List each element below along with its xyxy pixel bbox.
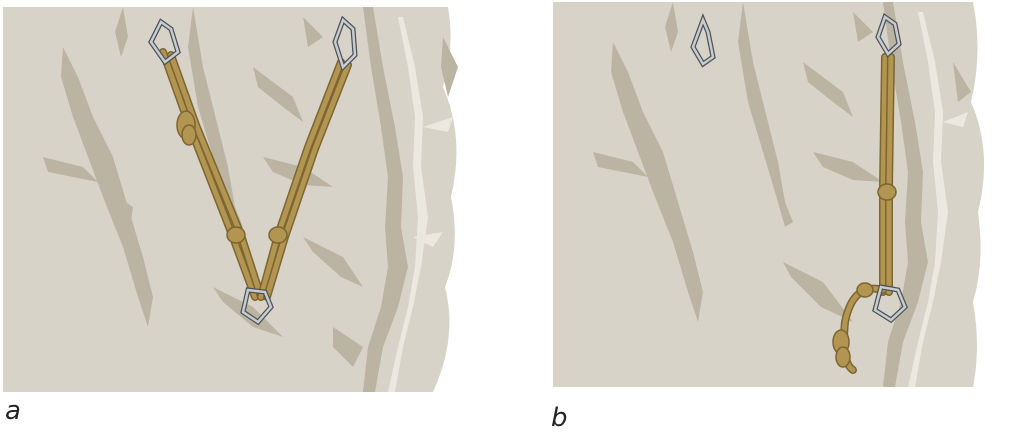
- panel-b-illustration: [553, 2, 1018, 387]
- panel-a-svg: [3, 7, 468, 392]
- panel-label-b: b: [551, 405, 568, 431]
- panel-a-illustration: [3, 7, 468, 392]
- panel-b-svg: [553, 2, 1018, 387]
- panel-label-a: a: [5, 398, 21, 424]
